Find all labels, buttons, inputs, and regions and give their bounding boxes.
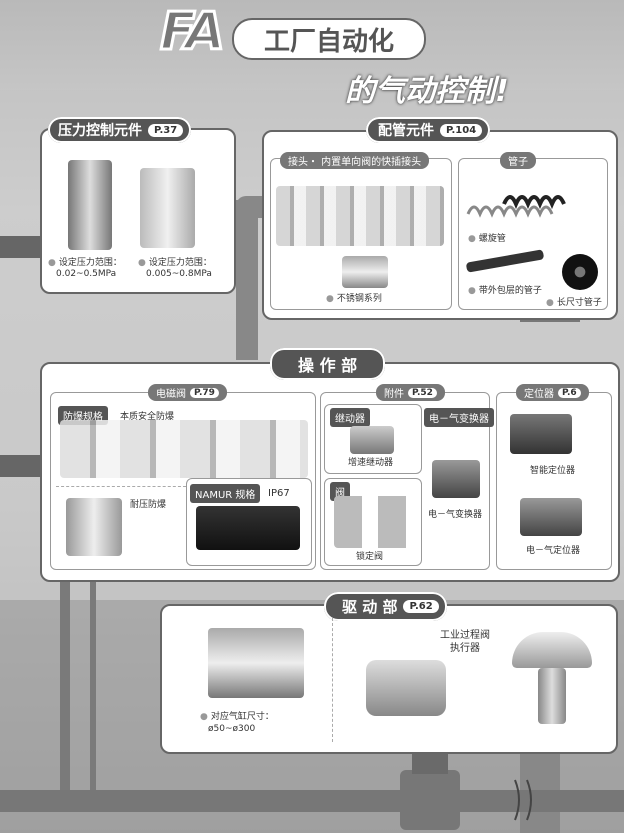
diaphragm-actuator-image [512,632,592,668]
pressure-item1-label2: 0.02~0.5MPa [56,269,117,279]
piping-page: P.104 [440,123,483,137]
solenoid-divider [56,486,186,487]
pressure-resistant-valve-image [66,498,122,556]
accessory-label: 附件 [384,389,404,400]
long-tube-label: 长尺寸管子 [546,298,602,309]
drive-divider [332,618,333,742]
piping-title: 配管元件 [378,123,434,139]
namur-label: NAMUR 规格 [190,484,261,503]
solenoid-label: 电磁阀 [156,389,186,400]
lock-valve-label: 锁定阀 [356,552,384,562]
drive-heading: 驱 动 部 P.62 [324,592,447,621]
ep-positioner-label: 电－气定位器 [526,546,581,556]
solenoid-valve-images [60,420,308,478]
positioner-page: P.6 [558,387,581,398]
process-valve-actuator-label2: 执行器 [450,643,480,654]
regulator-image-1 [68,160,112,250]
intrinsic-safety-label: 本质安全防爆 [120,412,175,422]
long-tube-image [562,254,598,290]
pressure-title: 压力控制元件 [58,123,142,139]
cylinder-size-label2: ø50~ø300 [208,724,256,734]
ep-positioner-image [520,498,582,536]
process-valve-actuator-label1: 工业过程阀 [440,630,490,641]
coil-tube-image [466,195,566,218]
piping-heading: 配管元件 P.104 [366,117,491,143]
tubes-label: 管子 [500,152,536,169]
drive-title: 驱 动 部 [342,598,398,616]
accessory-page: P.52 [408,387,437,398]
sheathed-tube-label: 带外包层的管子 [468,286,542,297]
drive-page: P.62 [403,600,439,613]
positioner-label: 定位器 [524,389,554,400]
ep-converter-heading: 电－气变换器 [424,408,494,427]
coil-tube-label: 螺旋管 [468,234,506,245]
fittings-label: 接头・ 内置单向阀的快插接头 [280,152,430,169]
rotary-actuator-image [366,660,446,716]
accessory-heading: 附件 P.52 [376,384,445,401]
header-title-line1: 工厂自动化 [232,18,426,60]
header-title-line2: 的气动控制! [345,74,509,109]
cylinder-actuator-image [208,628,304,698]
namur-valve-image [196,506,300,550]
booster-relay-label: 增速继动器 [348,458,394,468]
pressure-heading: 压力控制元件 P.37 [48,117,192,143]
solenoid-page: P.79 [190,387,219,398]
smart-positioner-image [510,414,572,454]
pressure-item1-label1: 设定压力范围： [48,258,122,269]
ep-converter-image [432,460,480,498]
regulator-image-2 [140,168,195,248]
pressure-resistant-label: 耐压防爆 [130,500,167,510]
booster-relay-image [350,426,394,454]
operation-heading: 操 作 部 [270,348,386,380]
ep-converter-label: 电－气变换器 [428,510,483,520]
positioner-heading: 定位器 P.6 [516,384,589,401]
pressure-item2-label2: 0.005~0.8MPa [146,269,212,279]
smart-positioner-label: 智能定位器 [530,466,576,476]
fa-logo: FA [158,1,226,64]
pressure-item2-label1: 设定压力范围： [138,258,212,269]
solenoid-heading: 电磁阀 P.79 [148,384,227,401]
fittings-image [276,186,444,246]
lock-valve-image [334,496,414,548]
pressure-page: P.37 [148,123,184,137]
relay-label: 继动器 [330,408,370,427]
diaphragm-actuator-stem [538,668,566,724]
stainless-label: 不锈钢系列 [326,294,382,305]
ip67-label: IP67 [268,488,290,499]
cylinder-size-label1: 对应气缸尺寸： [200,712,274,723]
stainless-fittings-image [342,256,388,288]
